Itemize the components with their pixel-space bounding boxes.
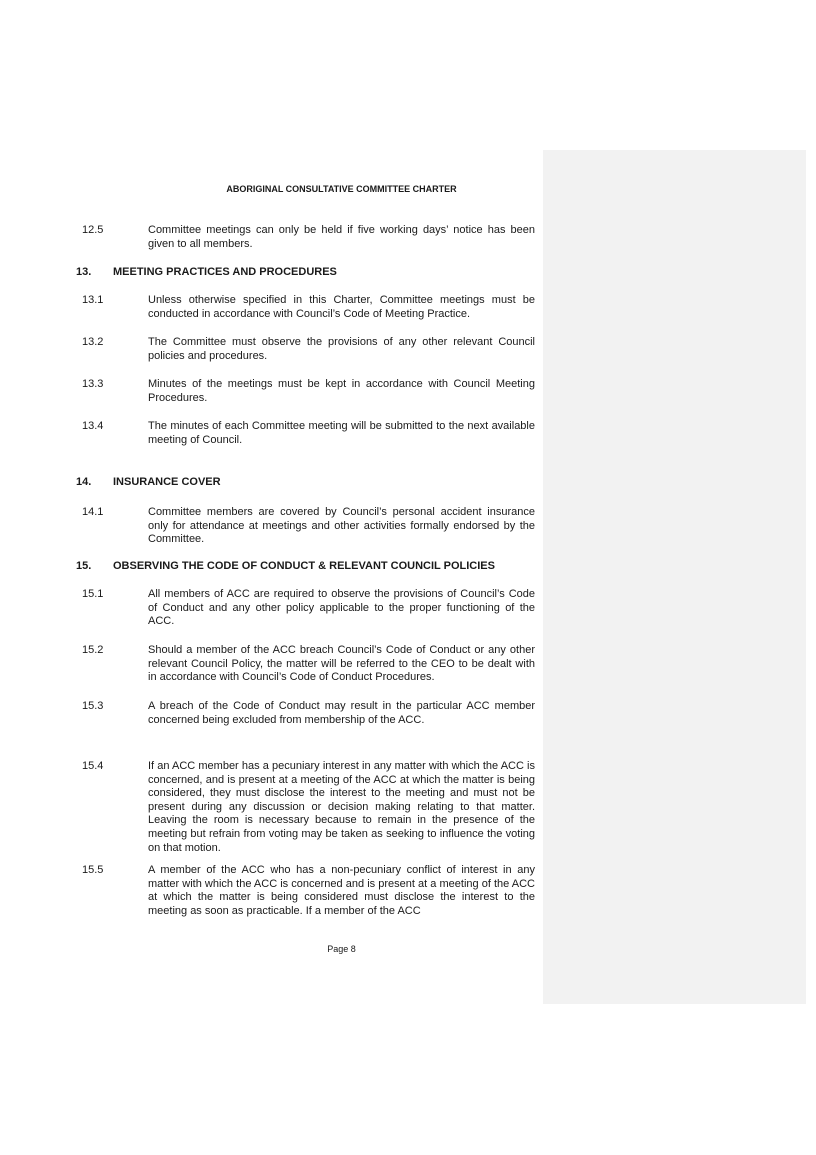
clause-15-5: 15.5 A member of the ACC who has a non-pe… — [82, 864, 535, 918]
page-number: Page 8 — [327, 944, 356, 954]
clause-15-1: 15.1 All members of ACC are required to o… — [82, 588, 535, 629]
clause-number: 14.1 — [82, 506, 104, 518]
clause-text: Should a member of the ACC breach Counci… — [148, 644, 535, 684]
section-title: INSURANCE COVER — [113, 476, 221, 488]
clause-text: Committee meetings can only be held if f… — [148, 224, 535, 250]
clause-text: A breach of the Code of Conduct may resu… — [148, 700, 535, 726]
clause-text: The minutes of each Committee meeting wi… — [148, 420, 535, 446]
clause-13-3: 13.3 Minutes of the meetings must be kept… — [82, 378, 535, 405]
clause-text: All members of ACC are required to obser… — [148, 588, 535, 628]
clause-number: 13.3 — [82, 378, 104, 390]
comment-pane — [543, 150, 806, 1004]
clause-number: 13.1 — [82, 294, 104, 306]
document-header: ABORIGINAL CONSULTATIVE COMMITTEE CHARTE… — [226, 184, 457, 194]
clause-number: 15.5 — [82, 864, 104, 876]
section-number: 15. — [76, 560, 92, 572]
clause-13-2: 13.2 The Committee must observe the provi… — [82, 336, 535, 363]
clause-15-3: 15.3 A breach of the Code of Conduct may … — [82, 700, 535, 727]
section-title: MEETING PRACTICES AND PROCEDURES — [113, 266, 337, 278]
clause-text: Committee members are covered by Council… — [148, 506, 535, 546]
section-title: OBSERVING THE CODE OF CONDUCT & RELEVANT… — [113, 560, 495, 572]
clause-number: 13.4 — [82, 420, 104, 432]
clause-number: 15.3 — [82, 700, 104, 712]
clause-14-1: 14.1 Committee members are covered by Cou… — [82, 506, 535, 547]
clause-number: 15.1 — [82, 588, 104, 600]
section-number: 13. — [76, 266, 92, 278]
clause-text: If an ACC member has a pecuniary interes… — [148, 760, 535, 854]
clause-number: 12.5 — [82, 224, 104, 236]
clause-text: The Committee must observe the provision… — [148, 336, 535, 362]
clause-text: Minutes of the meetings must be kept in … — [148, 378, 535, 404]
clause-15-2: 15.2 Should a member of the ACC breach Co… — [82, 644, 535, 685]
clause-15-4: 15.4 If an ACC member has a pecuniary int… — [82, 760, 535, 855]
clause-13-1: 13.1 Unless otherwise specified in this C… — [82, 294, 535, 321]
clause-number: 15.4 — [82, 760, 104, 772]
clause-number: 13.2 — [82, 336, 104, 348]
clause-12-5: 12.5 Committee meetings can only be held … — [82, 224, 535, 251]
clause-number: 15.2 — [82, 644, 104, 656]
clause-text: A member of the ACC who has a non-pecuni… — [148, 864, 535, 917]
section-number: 14. — [76, 476, 92, 488]
clause-13-4: 13.4 The minutes of each Committee meetin… — [82, 420, 535, 447]
clause-text: Unless otherwise specified in this Chart… — [148, 294, 535, 320]
